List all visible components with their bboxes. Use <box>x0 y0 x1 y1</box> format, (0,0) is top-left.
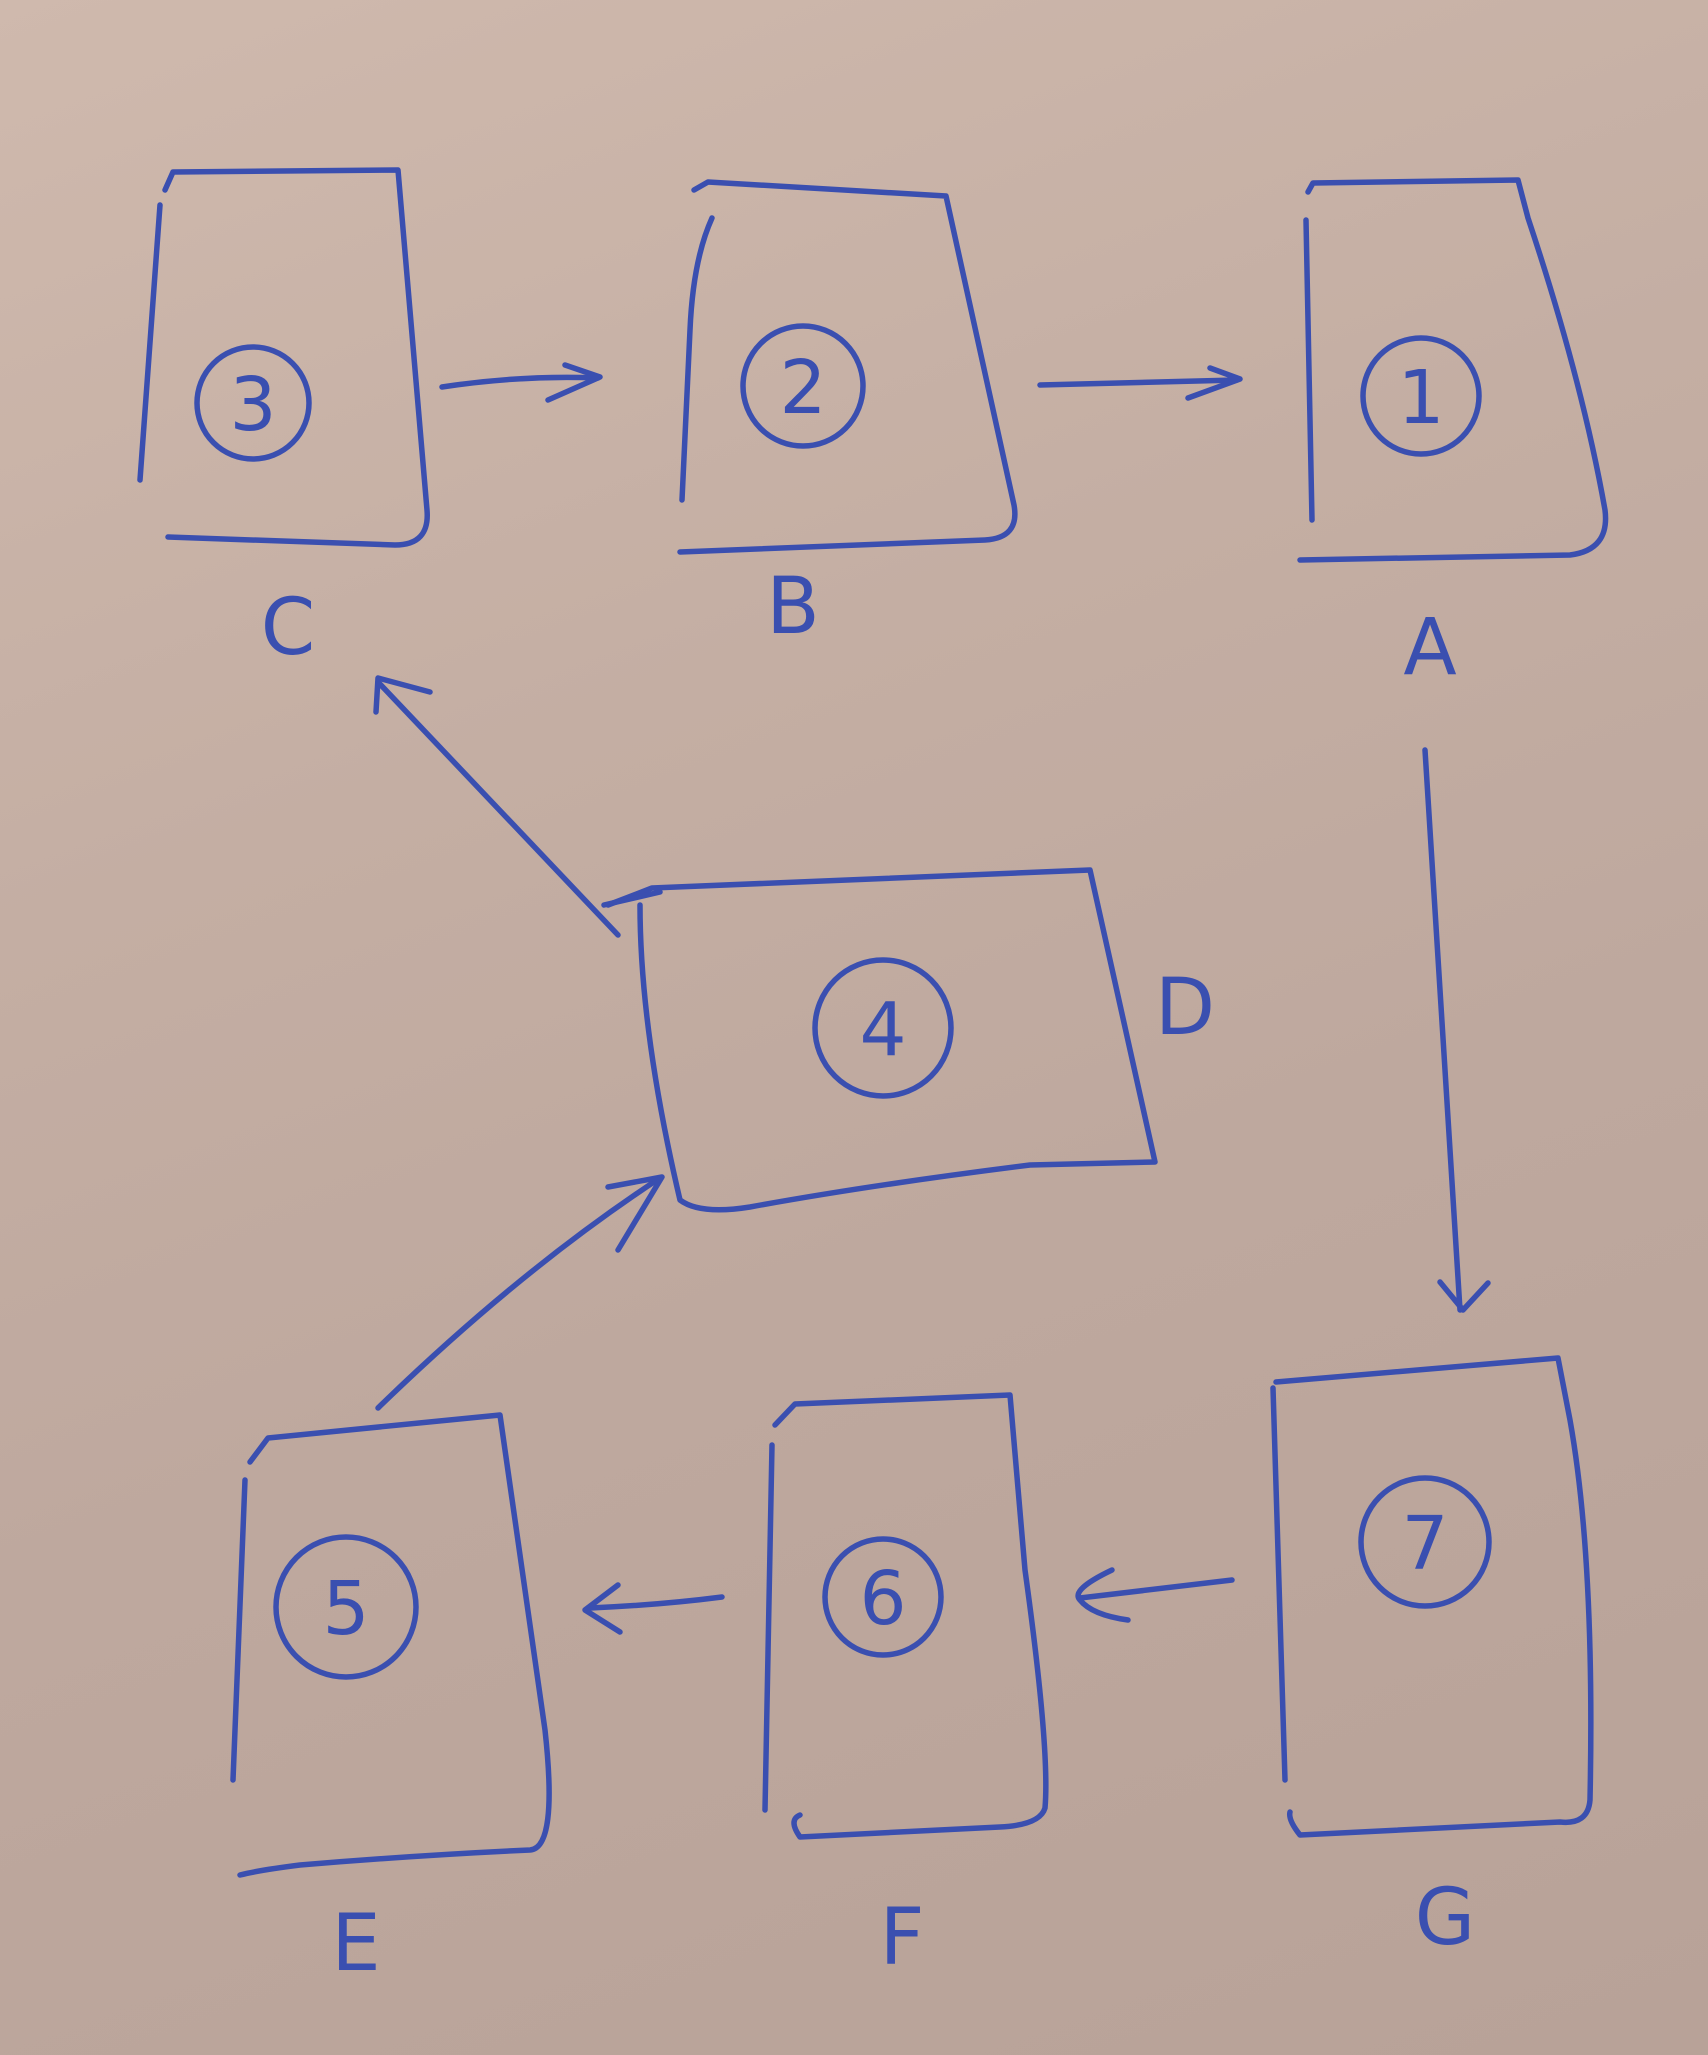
node-b-number: 2 <box>779 345 826 431</box>
edge-b-to-a <box>1037 365 1243 401</box>
number-circle-2 <box>740 323 866 449</box>
arrow-b-a-head <box>1185 365 1243 401</box>
node-c-number: 3 <box>229 362 276 448</box>
node-b-box <box>677 179 1018 555</box>
node-a-number: 1 <box>1397 355 1444 441</box>
arrow-f-e-shaft <box>587 1594 725 1611</box>
arrow-b-a-shaft <box>1037 377 1240 388</box>
node-e-box <box>237 1412 552 1878</box>
node-e-letter: E <box>331 1899 380 1989</box>
node-g: 7 G <box>1270 1355 1594 1963</box>
edge-f-to-e <box>582 1582 725 1635</box>
node-a: 1 A <box>1297 177 1609 693</box>
node-a-box <box>1297 177 1609 563</box>
node-f-box <box>772 1392 1049 1840</box>
node-g-box-left <box>1270 1385 1288 1783</box>
arrow-d-c-shaft <box>375 679 621 938</box>
node-c-box-left <box>137 202 163 483</box>
arrow-e-d-shaft <box>375 1175 663 1411</box>
node-f-box-left <box>762 1442 775 1813</box>
node-e-number: 5 <box>322 1566 369 1652</box>
arrow-c-b-head <box>545 362 603 403</box>
arrow-g-f-shaft <box>1077 1577 1235 1601</box>
node-a-box-left <box>1303 217 1315 523</box>
node-b: 2 B <box>677 179 1018 652</box>
arrow-e-d-head <box>605 1174 665 1253</box>
node-f-letter: F <box>880 1893 925 1983</box>
node-c-box <box>162 167 430 548</box>
node-d-box-top-stub <box>601 889 663 908</box>
edge-c-to-b <box>439 362 603 403</box>
node-e: 5 E <box>230 1412 552 1989</box>
node-g-box <box>1273 1355 1594 1838</box>
node-g-number: 7 <box>1401 1501 1448 1587</box>
edge-d-to-c <box>373 675 621 938</box>
node-c-letter: C <box>261 583 315 673</box>
number-circle-4 <box>812 957 954 1099</box>
node-c: 3 C <box>137 167 430 673</box>
edge-a-to-g <box>1422 747 1491 1313</box>
node-d: 4 D <box>601 867 1215 1213</box>
arrow-g-f-head <box>1075 1567 1131 1623</box>
node-b-box-left <box>679 215 715 503</box>
number-circle-1 <box>1360 335 1482 457</box>
edge-g-to-f <box>1075 1567 1235 1623</box>
node-d-letter: D <box>1155 963 1215 1053</box>
node-f-number: 6 <box>859 1556 906 1642</box>
node-f: 6 F <box>762 1392 1049 1983</box>
number-circle-6 <box>822 1536 944 1658</box>
node-d-box <box>605 867 1158 1213</box>
edge-e-to-d <box>375 1174 665 1411</box>
arrow-a-g-head <box>1437 1279 1491 1313</box>
node-b-letter: B <box>766 562 820 652</box>
arrow-f-e-head <box>582 1582 623 1635</box>
arrow-d-c-head <box>373 675 433 715</box>
node-g-letter: G <box>1415 1873 1475 1963</box>
arrow-c-b-shaft <box>439 374 601 390</box>
number-circle-7 <box>1358 1475 1492 1609</box>
node-e-box-left <box>230 1477 248 1783</box>
number-circle-3 <box>194 344 312 462</box>
node-a-letter: A <box>1403 603 1456 693</box>
arrow-a-g-shaft <box>1422 747 1463 1313</box>
number-circle-5 <box>273 1534 419 1680</box>
node-d-number: 4 <box>859 987 906 1073</box>
